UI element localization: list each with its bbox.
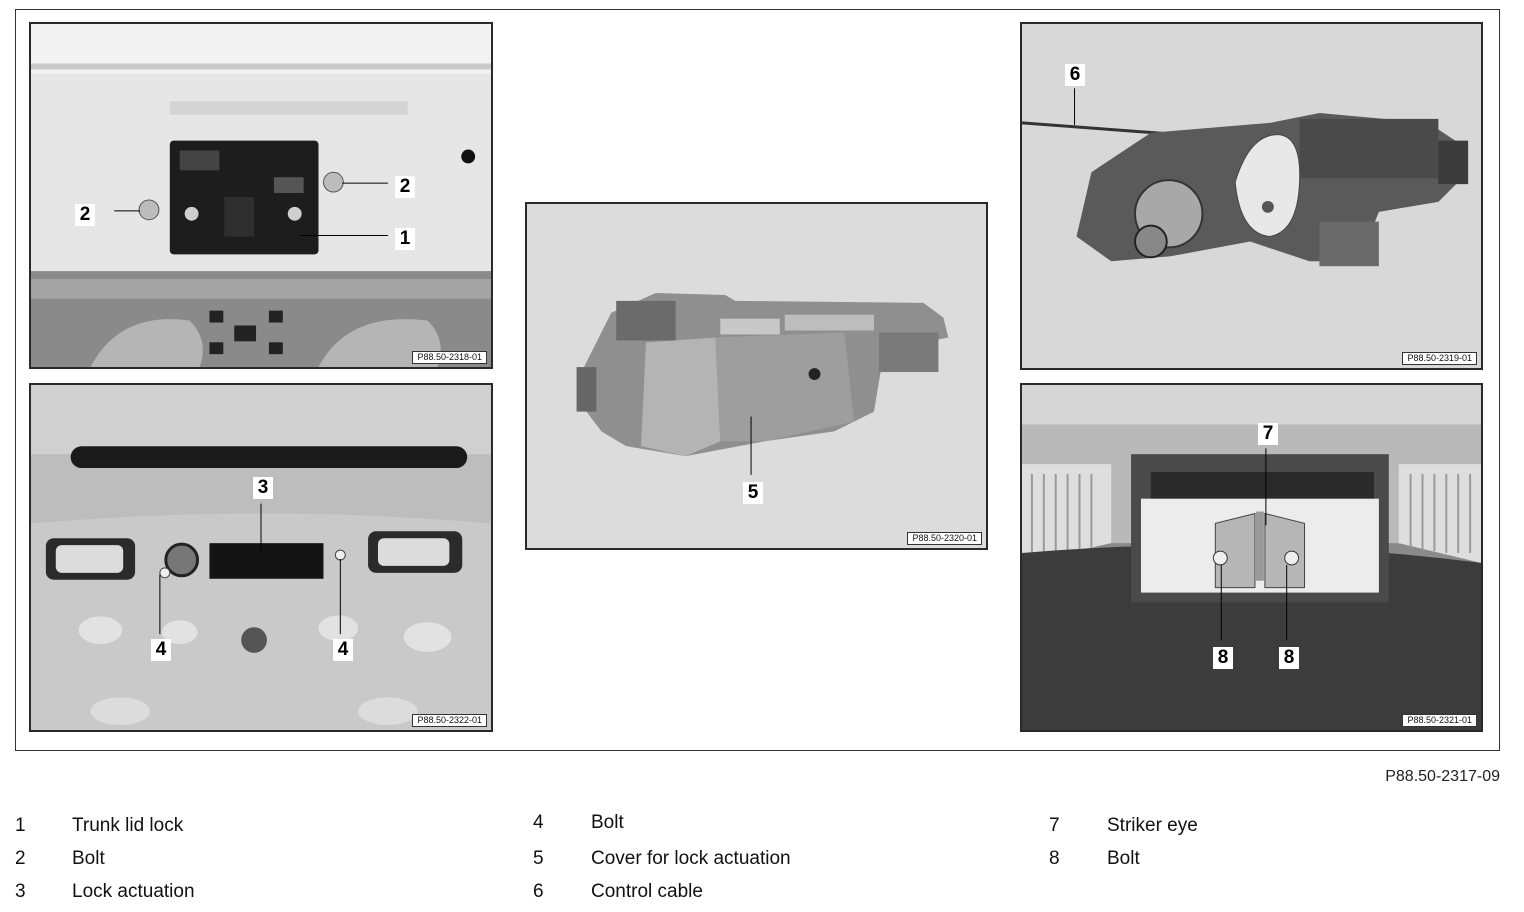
callout-5: 5 (743, 482, 763, 504)
legend-label: Cover for lock actuation (591, 848, 791, 869)
photo-control-cable: 6 P88.50-2319-01 (1020, 22, 1483, 370)
callout-4-right: 4 (333, 639, 353, 661)
legend-number: 4 (533, 812, 544, 833)
cover-illustration (527, 204, 986, 548)
callout-7: 7 (1258, 423, 1278, 445)
callout-2-left: 2 (75, 204, 95, 226)
legend-number: 2 (15, 848, 26, 869)
legend-number: 1 (15, 815, 26, 836)
legend-number: 7 (1049, 815, 1060, 836)
figure-code: P88.50-2317-09 (1385, 768, 1500, 785)
photo-lock-actuation: 3 4 4 P88.50-2322-01 (29, 383, 493, 732)
legend-label: Lock actuation (72, 881, 195, 902)
callout-6: 6 (1065, 64, 1085, 86)
photo-trunk-lid-lock: 2 2 1 P88.50-2318-01 (29, 22, 493, 369)
striker-eye-illustration (1022, 385, 1481, 730)
legend-label: Trunk lid lock (72, 815, 184, 836)
legend-number: 3 (15, 881, 26, 902)
legend-label: Bolt (72, 848, 105, 869)
photo-code: P88.50-2321-01 (1402, 714, 1477, 727)
callout-4-left: 4 (151, 639, 171, 661)
legend-label: Striker eye (1107, 815, 1198, 836)
callout-8-left: 8 (1213, 647, 1233, 669)
trunk-lid-lock-illustration (31, 24, 491, 367)
legend-label: Bolt (591, 812, 624, 833)
legend-number: 6 (533, 881, 544, 902)
callout-8-right: 8 (1279, 647, 1299, 669)
callout-3: 3 (253, 477, 273, 499)
lock-actuation-illustration (31, 385, 491, 730)
photo-code: P88.50-2319-01 (1402, 352, 1477, 365)
photo-striker-eye: 7 8 8 P88.50-2321-01 (1020, 383, 1483, 732)
photo-cover-lock-actuation: 5 P88.50-2320-01 (525, 202, 988, 550)
photo-code: P88.50-2320-01 (907, 532, 982, 545)
legend-number: 5 (533, 848, 544, 869)
callout-2-right: 2 (395, 176, 415, 198)
callout-1: 1 (395, 228, 415, 250)
photo-code: P88.50-2322-01 (412, 714, 487, 727)
photo-code: P88.50-2318-01 (412, 351, 487, 364)
legend-label: Control cable (591, 881, 703, 902)
legend-number: 8 (1049, 848, 1060, 869)
control-cable-illustration (1022, 24, 1481, 368)
figure-frame (15, 9, 1500, 751)
legend-label: Bolt (1107, 848, 1140, 869)
